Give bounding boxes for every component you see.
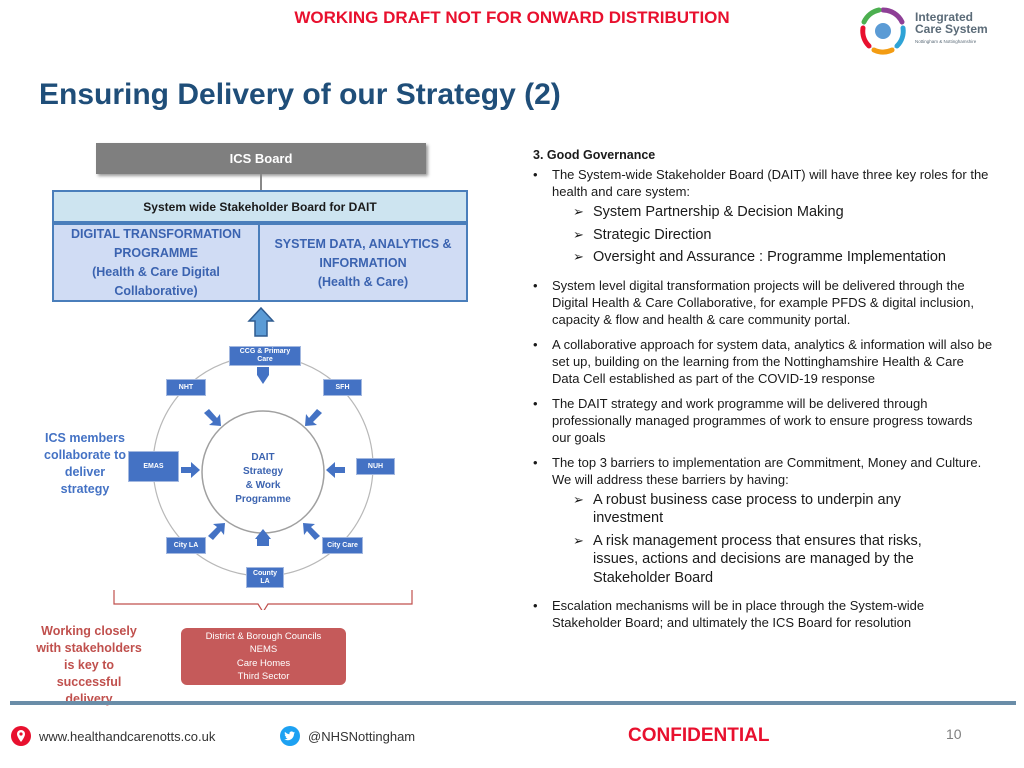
footer-twitter[interactable]: @NHSNottingham (280, 726, 415, 746)
arrow-up-icon (255, 529, 271, 546)
logo-text: Integrated Care System (915, 11, 988, 35)
working-line: is key to successful (56, 658, 122, 689)
node-nuh: NUH (356, 458, 395, 475)
node-ccg: CCG & Primary Care (229, 346, 301, 366)
bullet-projects: System level digital transformation proj… (533, 277, 993, 328)
node-nht: NHT (166, 379, 206, 396)
logo-line1: Integrated (915, 10, 974, 24)
ics-members-line: ICS members (45, 431, 125, 445)
sub-bullet: Oversight and Assurance : Programme Impl… (533, 248, 993, 267)
stakeholder-line: Third Sector (237, 671, 290, 682)
center-line: & Work (245, 480, 281, 491)
prog-left-line: Collaborative) (114, 283, 198, 298)
logo-subtitle: Nottingham & Nottinghamshire (915, 39, 977, 44)
arrow-diag-icon (208, 523, 225, 540)
arrow-down-icon (257, 367, 269, 384)
draft-notice: WORKING DRAFT NOT FOR ONWARD DISTRIBUTIO… (294, 8, 730, 27)
sub-bullet: System Partnership & Decision Making (533, 203, 993, 222)
prog-left-line: DIGITAL TRANSFORMATION (70, 226, 242, 241)
location-pin-icon (11, 726, 31, 746)
arrow-right-icon (181, 462, 200, 478)
stakeholder-line: District & Borough Councils (205, 630, 322, 642)
prog-right-line: (Health & Care) (317, 275, 409, 289)
ics-logo-icon (860, 7, 906, 55)
up-arrow-icon (247, 306, 275, 337)
bullet-escalation: Escalation mechanisms will be in place t… (533, 597, 993, 631)
connector-line (260, 174, 262, 190)
twitter-handle[interactable]: @NHSNottingham (308, 728, 416, 744)
sub-bullet: A robust business case process to underp… (533, 491, 993, 528)
stakeholder-board-box: System wide Stakeholder Board for DAIT (52, 190, 468, 223)
working-line: Working closely (41, 624, 137, 638)
prog-right-line: INFORMATION (319, 256, 407, 270)
digital-transformation-box: DIGITAL TRANSFORMATION PROGRAMME (Health… (52, 223, 260, 302)
arrow-diag-icon (305, 409, 322, 426)
node-city-la: City LA (166, 537, 206, 554)
node-ccg-line: CCG & Primary (239, 348, 291, 355)
arrow-diag-icon (204, 409, 221, 426)
working-closely-label: Working closely with stakeholders is key… (30, 623, 148, 708)
node-city-care: City Care (322, 537, 363, 554)
center-line: Programme (235, 494, 291, 505)
twitter-icon (280, 726, 300, 746)
center-label: DAIT Strategy & Work Programme (230, 451, 296, 507)
sub-bullet: A risk management process that ensures t… (533, 532, 993, 588)
prog-left-line: (Health & Care Digital (92, 264, 220, 279)
page-number: 10 (946, 726, 962, 742)
working-line: delivery (65, 692, 113, 706)
sub-bullet: Strategic Direction (533, 226, 993, 245)
node-emas: EMAS (128, 451, 179, 482)
ics-members-line: strategy (60, 482, 110, 496)
bullet-delivery: The DAIT strategy and work programme wil… (533, 395, 993, 446)
governance-heading: 3. Good Governance (533, 148, 656, 162)
stakeholders-box: District & Borough Councils NEMS Care Ho… (181, 628, 346, 685)
footer-rule (10, 701, 1016, 705)
prog-right-line: SYSTEM DATA, ANALYTICS & (274, 237, 452, 251)
stakeholder-line: Care Homes (236, 657, 291, 669)
stakeholder-line: NEMS (249, 644, 278, 655)
page-title: Ensuring Delivery of our Strategy (2) (39, 78, 561, 111)
ics-members-line: collaborate to (44, 448, 126, 462)
footer-website[interactable]: www.healthandcarenotts.co.uk (11, 726, 215, 746)
arrow-diag-icon (303, 523, 320, 540)
ics-board-box: ICS Board (96, 143, 426, 174)
bullet-roles: The System-wide Stakeholder Board (DAIT)… (533, 166, 993, 200)
bullet-barriers: The top 3 barriers to implementation are… (533, 454, 993, 488)
stakeholder-bracket (113, 590, 413, 610)
node-county-line: LA (260, 577, 270, 585)
inward-arrows (181, 367, 345, 546)
confidential-label: CONFIDENTIAL (628, 725, 770, 746)
prog-left-line: PROGRAMME (113, 245, 199, 260)
governance-section: 3. Good Governance The System-wide Stake… (533, 147, 993, 639)
logo-line2: Care System (915, 22, 988, 36)
cycle-diagram (113, 306, 413, 610)
node-sfh: SFH (323, 379, 362, 396)
arrow-left-icon (326, 462, 345, 478)
node-county-la: County LA (246, 567, 284, 588)
system-data-box: SYSTEM DATA, ANALYTICS & INFORMATION (He… (258, 223, 468, 302)
ics-members-line: deliver (64, 465, 106, 479)
ics-logo (857, 4, 1024, 58)
bullet-collaborative: A collaborative approach for system data… (533, 336, 993, 387)
website-link[interactable]: www.healthandcarenotts.co.uk (39, 728, 216, 744)
center-line: DAIT Strategy (242, 452, 283, 477)
ics-members-label: ICS members collaborate to deliver strat… (38, 430, 132, 498)
node-county-line: County (252, 569, 278, 577)
node-ccg-line: Care (257, 356, 273, 363)
working-line: with stakeholders (36, 641, 142, 655)
